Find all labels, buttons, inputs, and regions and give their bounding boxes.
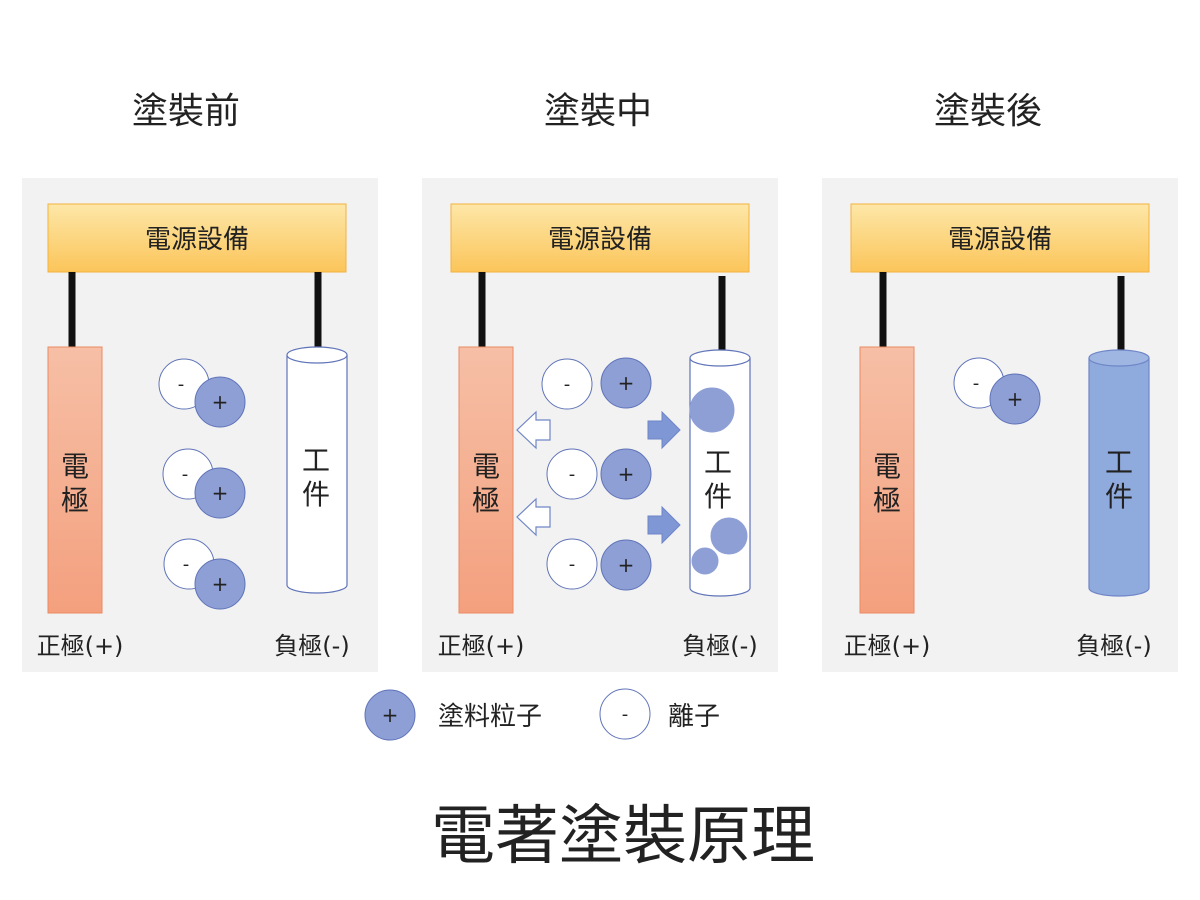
ion-paint-pair: - + — [162, 448, 246, 519]
deposited-paint — [710, 517, 748, 555]
electrode — [47, 346, 103, 614]
negative-pole-label: 負極(-) — [682, 632, 757, 660]
stage-title-after: 塗裝後 — [934, 91, 1042, 132]
workpiece-label-char-2: 件 — [302, 478, 330, 511]
paint-sign: + — [212, 390, 229, 414]
ion-paint-pair: - + — [541, 357, 652, 410]
ion-sign: - — [564, 374, 571, 395]
positive-pole-label: 正極(+) — [438, 632, 525, 660]
legend-paint-symbol — [364, 689, 416, 741]
paint-particle — [600, 539, 652, 591]
legend-ion-sign: - — [622, 704, 629, 725]
ion-paint-pair: - + — [163, 538, 246, 610]
ion-paint-pair: - + — [546, 448, 652, 500]
paint-particle — [194, 376, 246, 428]
ion-sign: - — [178, 374, 185, 395]
paint-particle — [194, 467, 246, 519]
paint-sign: + — [1007, 387, 1024, 411]
workpiece-label-char-1: 工 — [1105, 446, 1133, 479]
positive-pole-label: 正極(+) — [844, 632, 931, 660]
ion-paint-pair: - + — [546, 538, 652, 591]
ion-sign: - — [973, 373, 980, 394]
main-title: 電著塗裝原理 — [431, 800, 815, 874]
ion-particle — [541, 358, 593, 410]
electrode-label-char-2: 極 — [472, 484, 500, 517]
ion-particle — [546, 448, 598, 500]
power-supply — [450, 203, 750, 273]
workpiece-label-char-1: 工 — [704, 446, 732, 479]
paint-particle — [989, 373, 1041, 425]
power-supply — [47, 203, 347, 273]
legend-paint-sign: + — [382, 703, 399, 727]
deposited-paint — [689, 387, 735, 433]
coated-workpiece-cylinder — [1088, 349, 1150, 597]
legend: + 塗料粒子 - 離子 — [364, 688, 720, 741]
paint-sign: + — [618, 462, 635, 486]
workpiece-cylinder — [286, 346, 348, 594]
electrode-label-char-2: 極 — [873, 484, 901, 517]
ion-sign: - — [183, 554, 190, 575]
ion-migration-arrow — [516, 410, 551, 450]
legend-ion-symbol — [599, 688, 651, 740]
paint-sign: + — [618, 553, 635, 577]
paint-particle — [194, 558, 246, 610]
negative-pole-label: 負極(-) — [1076, 632, 1151, 660]
paint-migration-arrow — [647, 410, 681, 450]
stage-title-before: 塗裝前 — [132, 91, 240, 132]
ion-sign: - — [182, 464, 189, 485]
positive-pole-label: 正極(+) — [37, 632, 124, 660]
paint-sign: + — [618, 371, 635, 395]
ion-sign: - — [569, 554, 576, 575]
workpiece-label-char-2: 件 — [1105, 480, 1133, 513]
workpiece-label-char-1: 工 — [302, 444, 330, 477]
paint-sign: + — [212, 481, 229, 505]
legend-ion-label: 離子 — [668, 702, 720, 732]
paint-particle — [600, 357, 652, 409]
electrode — [859, 346, 915, 614]
electrode-label-char-1: 電 — [873, 450, 901, 483]
electrode — [458, 346, 514, 614]
panel-after: 電源設備 電 極 工 件 - + 正極(+) 負極(-) — [822, 178, 1178, 672]
ion-migration-arrow — [516, 497, 551, 537]
panel-during: 電源設備 電 極 工 件 - + - + — [422, 178, 778, 672]
workpiece-label-char-2: 件 — [704, 480, 732, 513]
power-supply-label: 電源設備 — [948, 225, 1052, 255]
panel-before: 電源設備 電 極 工 件 - + - + - + 正極( — [22, 178, 378, 672]
legend-paint-label: 塗料粒子 — [438, 702, 542, 732]
negative-pole-label: 負極(-) — [274, 632, 349, 660]
ion-paint-pair: - + — [158, 358, 246, 428]
deposited-paint — [691, 547, 719, 575]
paint-sign: + — [212, 572, 229, 596]
ion-particle — [546, 538, 598, 590]
power-supply-label: 電源設備 — [548, 225, 652, 255]
electrode-label-char-2: 極 — [61, 484, 89, 517]
electrode-label-char-1: 電 — [61, 450, 89, 483]
paint-particle — [600, 448, 652, 500]
power-supply-label: 電源設備 — [145, 225, 249, 255]
power-supply — [850, 203, 1150, 273]
ion-sign: - — [569, 464, 576, 485]
stage-title-during: 塗裝中 — [544, 91, 652, 132]
electrode-label-char-1: 電 — [472, 450, 500, 483]
paint-migration-arrow — [647, 505, 681, 545]
ion-paint-pair: - + — [953, 357, 1041, 425]
